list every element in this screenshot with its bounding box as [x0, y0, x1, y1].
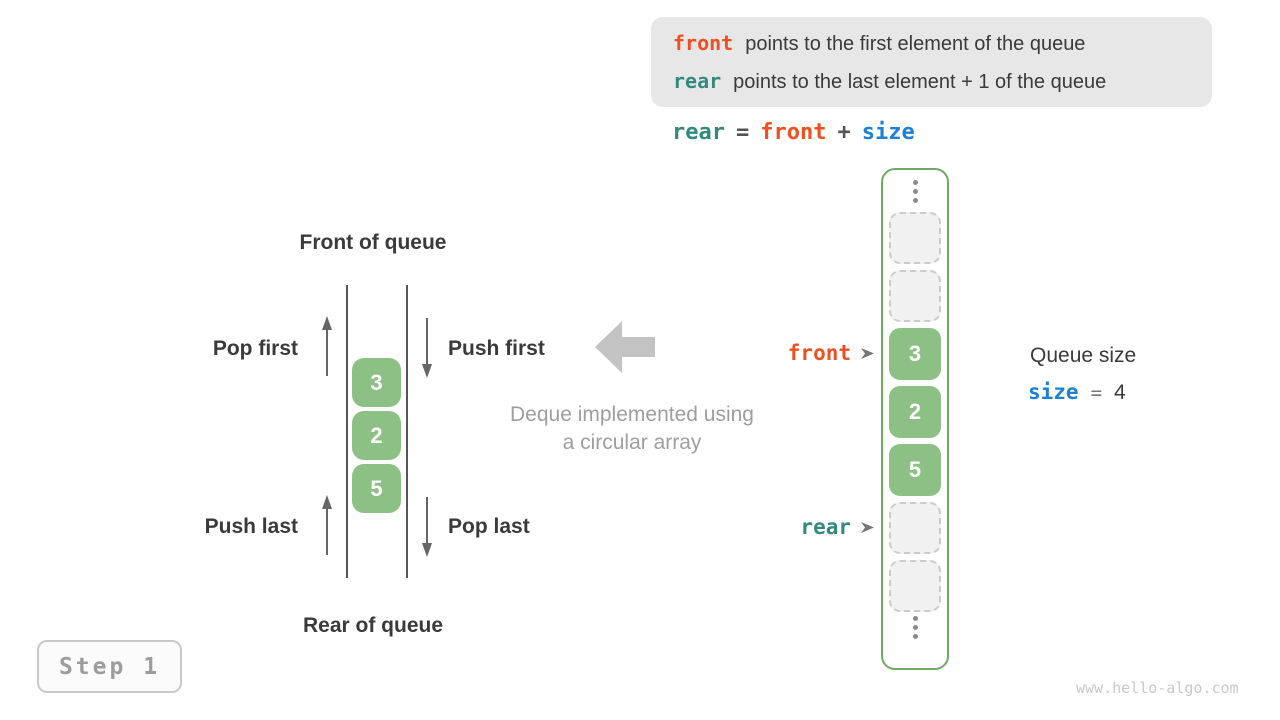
formula-equals: =	[735, 120, 750, 145]
array-cell-filled: 3	[889, 328, 941, 380]
push-last-arrow-icon	[322, 495, 332, 555]
pop-last-label: Pop last	[448, 515, 530, 538]
push-first-arrow-icon	[422, 318, 432, 378]
formula: rear = front + size	[672, 120, 915, 145]
pop-last-arrow-icon	[422, 497, 432, 557]
deque-value-box: 3	[352, 358, 401, 407]
rear-pointer: rear	[730, 515, 875, 539]
formula-front: front	[760, 120, 827, 145]
push-first-label: Push first	[448, 337, 545, 360]
formula-plus: +	[837, 120, 851, 145]
deque-value-box: 5	[352, 464, 401, 513]
ellipsis-top-icon	[883, 180, 947, 203]
size-value: 4	[1114, 381, 1126, 404]
array-cell-empty	[889, 502, 941, 554]
push-last-label: Push last	[204, 515, 298, 538]
info-line-rear: rear points to the last element + 1 of t…	[673, 69, 1212, 94]
watermark: www.hello-algo.com	[1076, 679, 1239, 697]
size-variable: size	[1028, 380, 1079, 404]
front-of-queue-label: Front of queue	[299, 231, 447, 254]
formula-size: size	[861, 120, 915, 145]
pop-first-label: Pop first	[212, 337, 298, 360]
rear-pointer-arrow-icon	[861, 521, 874, 533]
caption-line-2: a circular array	[562, 431, 702, 454]
array-cell-filled: 2	[889, 386, 941, 438]
info-text-front: points to the first element of the queue	[745, 32, 1086, 55]
queue-size-line: size = 4	[1028, 380, 1126, 405]
rear-keyword: rear	[673, 68, 722, 93]
rear-of-queue-label: Rear of queue	[302, 614, 444, 637]
array-cell-filled: 5	[889, 444, 941, 496]
info-line-front: front points to the first element of the…	[673, 31, 1212, 56]
queue-size-title: Queue size	[1030, 344, 1137, 367]
deque-value-box: 2	[352, 411, 401, 460]
caption-line-1: Deque implemented using	[510, 403, 754, 426]
front-pointer-label: front	[787, 341, 851, 365]
front-pointer: front	[730, 341, 875, 365]
step-badge: Step 1	[37, 640, 182, 693]
array-cell-empty	[889, 270, 941, 322]
deque-caption: Deque implemented using a circular array	[472, 401, 792, 457]
rear-pointer-label: rear	[800, 515, 851, 539]
front-keyword: front	[673, 30, 734, 55]
array-cell-empty	[889, 212, 941, 264]
front-pointer-arrow-icon	[861, 347, 874, 359]
deque-channel-right-line	[406, 285, 408, 578]
deque-channel-left-line	[346, 285, 348, 578]
info-box: front points to the first element of the…	[651, 17, 1212, 107]
ellipsis-bottom-icon	[883, 616, 947, 639]
pop-first-arrow-icon	[322, 316, 332, 376]
array-cell-empty	[889, 560, 941, 612]
info-text-rear: points to the last element + 1 of the qu…	[733, 70, 1107, 93]
big-left-arrow-icon	[595, 321, 655, 373]
array-container: 3 2 5	[881, 168, 949, 670]
formula-rear: rear	[672, 120, 725, 145]
size-equals: =	[1090, 382, 1103, 404]
